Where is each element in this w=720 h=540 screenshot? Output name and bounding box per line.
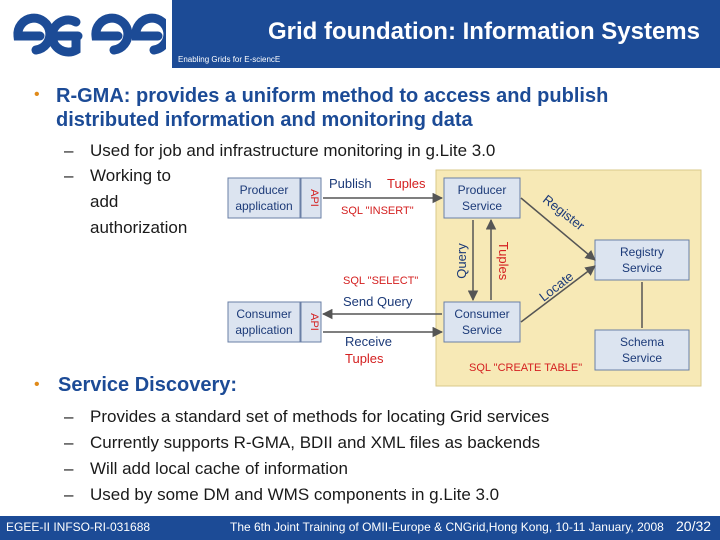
dash-icon: –: [64, 459, 74, 478]
sql-select-label: SQL "SELECT": [343, 275, 418, 287]
register-arrow: [520, 197, 596, 261]
dash-icon: –: [64, 485, 74, 504]
consumer-service-label: Consumer: [454, 307, 509, 321]
dash-icon: –: [64, 141, 74, 160]
tagline: Enabling Grids for E-sciencE: [178, 55, 281, 64]
sql-create-label: SQL "CREATE TABLE": [469, 362, 582, 374]
receive-tuples-label: Tuples: [345, 351, 384, 366]
schema-service-label: Service: [622, 351, 662, 365]
sub-bullet-working-cont: add: [90, 192, 119, 211]
tuples-vertical-label: Tuples: [496, 242, 511, 281]
registry-service-box: [594, 239, 690, 281]
sd-item: Will add local cache of information: [90, 459, 348, 478]
logo: [0, 0, 172, 68]
registry-service-label: Service: [622, 261, 662, 275]
consumer-service-label: Service: [462, 323, 502, 337]
sd-item: Provides a standard set of methods for l…: [90, 407, 550, 426]
sub-bullet-monitoring: Used for job and infrastructure monitori…: [90, 141, 496, 160]
publish-tuples-label: Tuples: [387, 176, 426, 191]
producer-service-label: Service: [462, 199, 502, 213]
bullet-service-discovery: Service Discovery:: [58, 374, 238, 396]
bullet-icon: •: [34, 376, 40, 393]
query-label: Query: [454, 243, 469, 279]
page-number: 20/32: [676, 518, 712, 534]
sql-insert-label: SQL "INSERT": [341, 205, 414, 217]
locate-arrow: [520, 265, 596, 323]
producer-service-box: [443, 177, 521, 219]
send-query-label: Send Query: [343, 294, 413, 309]
consumer-app-label: application: [235, 323, 292, 337]
receive-label: Receive: [345, 334, 392, 349]
producer-app-label: Producer: [240, 183, 289, 197]
producer-service-label: Producer: [458, 183, 507, 197]
registry-service-label: Registry: [620, 245, 664, 259]
sub-bullet-working: Working to: [90, 166, 171, 185]
schema-service-box: [594, 329, 690, 371]
footer-bar: [0, 516, 720, 540]
dash-icon: –: [64, 433, 74, 452]
footer-project-id: EGEE-II INFSO-RI-031688: [6, 520, 151, 534]
sd-item: Currently supports R-GMA, BDII and XML f…: [90, 433, 541, 452]
bullet-icon: •: [34, 86, 40, 103]
producer-application-box: [227, 177, 301, 219]
producer-app-label: application: [235, 199, 292, 213]
producer-api-box: [300, 177, 322, 219]
bullet-rgma: R-GMA: provides a uniform method to acce…: [56, 85, 609, 131]
producer-api-label: API: [308, 189, 320, 207]
consumer-app-label: Consumer: [236, 307, 291, 321]
rgma-diagram: Producer application API Consumer applic…: [227, 169, 702, 387]
dash-icon: –: [64, 166, 74, 185]
consumer-api-box: [300, 301, 322, 343]
publish-label: Publish: [329, 176, 372, 191]
sd-item: Used by some DM and WMS components in g.…: [90, 485, 500, 504]
consumer-api-label: API: [308, 313, 320, 331]
consumer-application-box: [227, 301, 301, 343]
page-title: Grid foundation: Information Systems: [267, 18, 700, 45]
egee-logo-icon: [13, 13, 166, 57]
footer-event: The 6th Joint Training of OMII-Europe & …: [230, 520, 664, 534]
schema-service-label: Schema: [620, 335, 664, 349]
consumer-service-box: [443, 301, 521, 343]
sub-bullet-working-cont: authorization: [90, 218, 188, 237]
dash-icon: –: [64, 407, 74, 426]
